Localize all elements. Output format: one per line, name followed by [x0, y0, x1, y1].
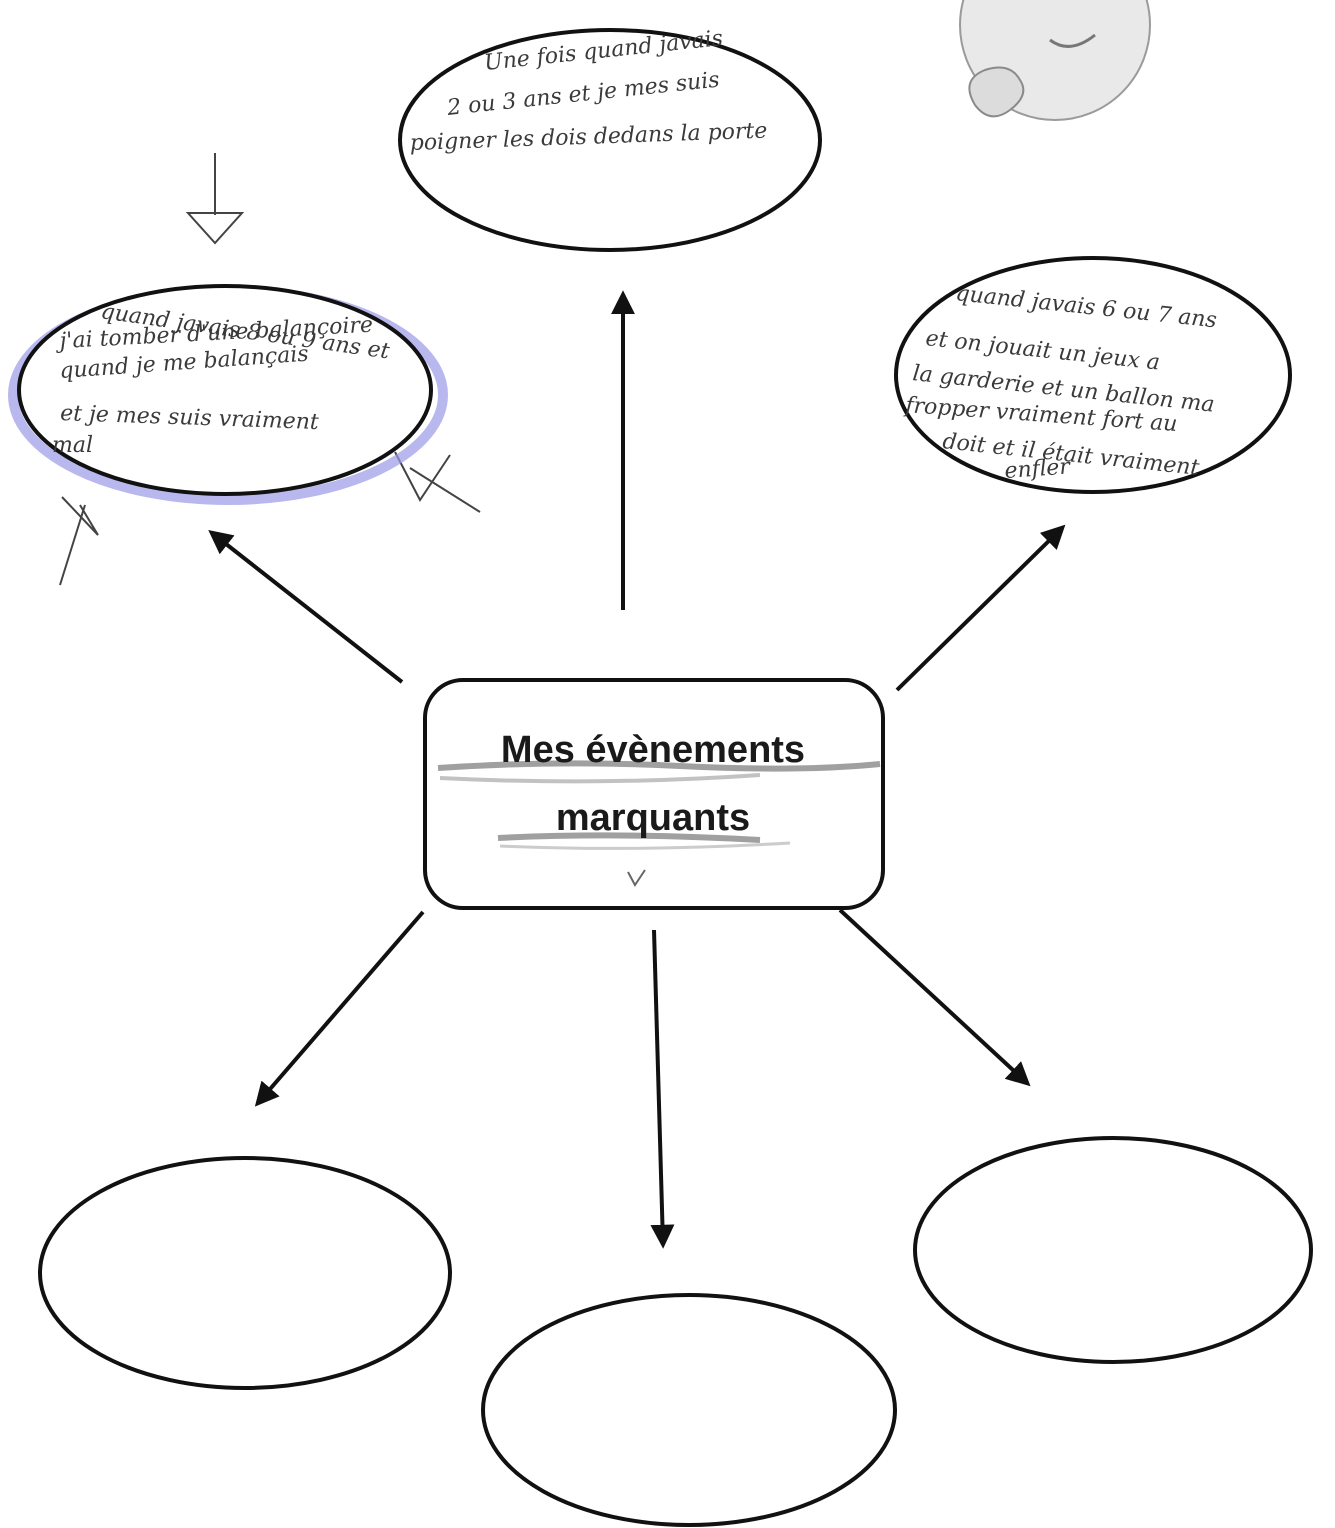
arrow-bottom-left [254, 910, 425, 1107]
event-bubble-bottom-center [481, 1293, 897, 1527]
event-bubble-top-right: quand javais 6 ou 7 ans et on jouait un … [894, 256, 1292, 494]
arrow-top-right [895, 524, 1066, 692]
center-title-line-2: marquants [556, 797, 750, 839]
event-top-left-line-5: mal [52, 433, 93, 458]
thinking-face-icon [959, 0, 1151, 121]
event-top-right-line-6: enfler [1004, 454, 1072, 484]
arrows [208, 290, 1066, 1249]
pencil-marks [59, 153, 481, 586]
event-bubble-top-left: quand javais 8 ou 9 ans et j'ai tomber d… [8, 284, 448, 505]
center-box: Mes évènements marquants [423, 678, 885, 910]
event-bubble-top: Une fois quand javais 2 ou 3 ans et je m… [398, 26, 822, 252]
center-title-line-1: Mes évènements [501, 729, 805, 771]
arrow-bottom-center [650, 929, 675, 1249]
event-bubble-bottom-right [913, 1136, 1313, 1364]
pencil-doodle [627, 869, 646, 887]
event-bubble-bottom-left [38, 1156, 452, 1390]
arrow-bottom-right [838, 908, 1031, 1087]
arrow-top-left [208, 530, 404, 684]
